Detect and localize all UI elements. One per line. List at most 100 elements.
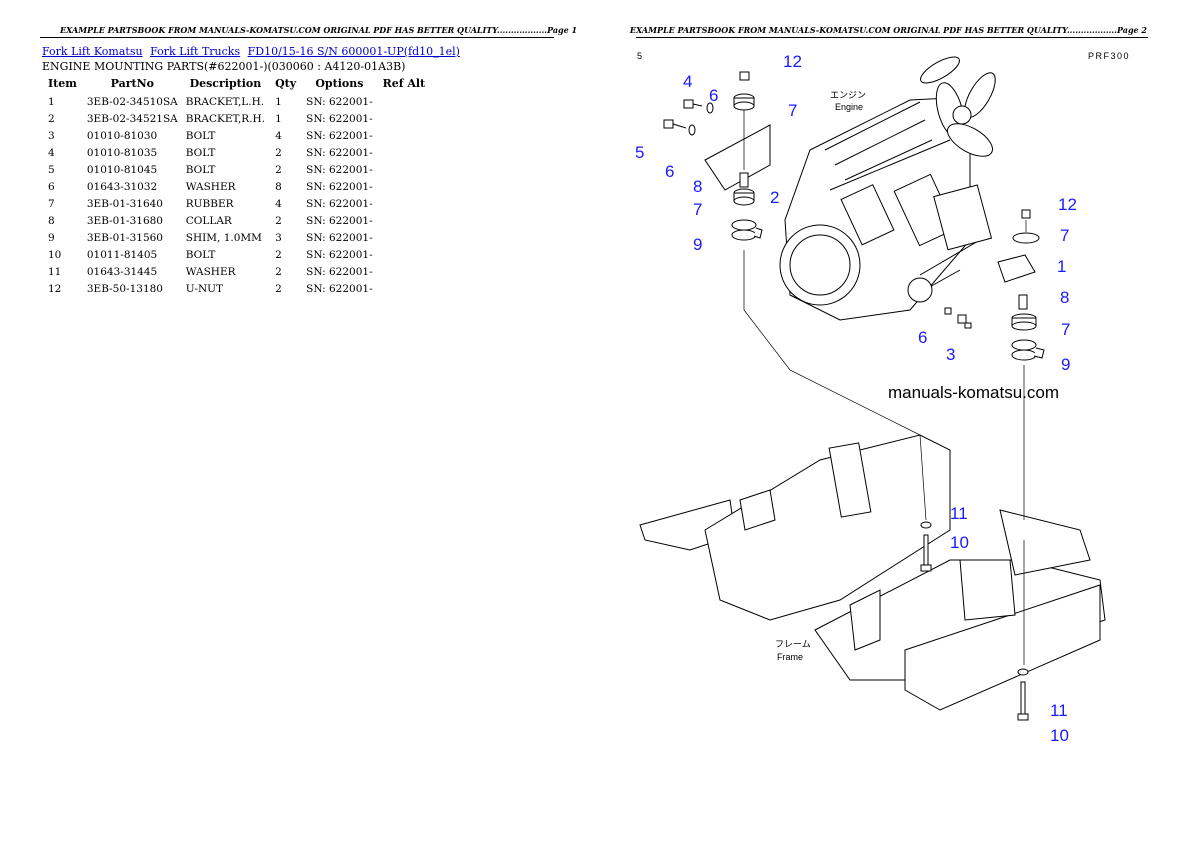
cell-partno: 01643-31032 (86, 180, 158, 193)
table-row: 10 01011-81405 BOLT 2 SN: 622001- (42, 246, 431, 263)
callout-3: 3 (946, 345, 955, 364)
breadcrumb-link-model[interactable]: FD10/15-16 S/N 600001-UP(fd10_1el) (247, 45, 460, 58)
left-mount-parts (663, 71, 771, 241)
cell-description: COLLAR (185, 214, 232, 227)
cell-options: SN: 622001- (306, 265, 373, 278)
cell-qty: 2 (275, 146, 282, 159)
cell-qty: 4 (275, 197, 282, 210)
cell-item: 8 (48, 214, 55, 227)
cell-options: SN: 622001- (306, 129, 373, 142)
callout-4: 4 (683, 72, 692, 91)
cell-qty: 4 (275, 129, 282, 142)
cell-item: 12 (48, 282, 62, 295)
cell-item: 10 (48, 248, 62, 261)
cell-options: SN: 622001- (306, 282, 373, 295)
cell-description: BRACKET,L.H. (185, 95, 265, 108)
frame-label: Frame (777, 652, 803, 662)
engine-label-jp: エンジン (830, 90, 866, 100)
callout-7-right: 7 (1060, 226, 1069, 245)
cell-item: 3 (48, 129, 55, 142)
parts-table-header: Item PartNo Description Qty Options Ref … (42, 76, 431, 93)
cell-partno: 01010-81030 (86, 129, 158, 142)
cell-description: WASHER (185, 180, 236, 193)
cell-options: SN: 622001- (306, 214, 373, 227)
cell-partno: 01010-81035 (86, 146, 158, 159)
diagram-page-label: 5 (637, 51, 642, 61)
cell-options: SN: 622001- (306, 163, 373, 176)
cell-description: WASHER (185, 265, 236, 278)
column-header-ref-alt: Ref Alt (382, 77, 426, 90)
parts-table: Item PartNo Description Qty Options Ref … (42, 76, 431, 297)
cell-ref-alt (377, 161, 432, 178)
column-header-description: Description (189, 77, 262, 90)
column-header-options: Options (315, 77, 364, 90)
cell-partno: 01010-81045 (86, 163, 158, 176)
cell-qty: 3 (275, 231, 282, 244)
callout-7-lower: 7 (1061, 320, 1070, 339)
cell-item: 2 (48, 112, 55, 125)
cell-options: SN: 622001- (306, 231, 373, 244)
cell-partno: 01011-81405 (86, 248, 158, 261)
callout-9-left: 9 (693, 235, 702, 254)
cell-options: SN: 622001- (306, 112, 373, 125)
cell-options: SN: 622001- (306, 248, 373, 261)
cell-qty: 2 (275, 214, 282, 227)
cell-partno: 01643-31445 (86, 265, 158, 278)
right-mount-parts (944, 209, 1045, 361)
section-title: ENGINE MOUNTING PARTS(#622001-)(030060 :… (42, 60, 406, 73)
cell-ref-alt (377, 110, 432, 127)
breadcrumb-link-brand[interactable]: Fork Lift Komatsu (42, 45, 143, 58)
cell-description: RUBBER (185, 197, 234, 210)
exploded-parts-diagram: 5 PRF300 エンジン Engine (635, 51, 1130, 745)
cell-item: 1 (48, 95, 55, 108)
cell-partno: 3EB-01-31560 (86, 231, 163, 244)
frame-drawing (639, 434, 1106, 711)
cell-ref-alt (377, 127, 432, 144)
cell-description: U-NUT (185, 282, 224, 295)
cell-qty: 2 (275, 248, 282, 261)
frame-label-jp: フレーム (775, 639, 811, 649)
cell-description: BOLT (185, 163, 216, 176)
cell-item: 6 (48, 180, 55, 193)
callout-numbers: 12 4 6 7 5 6 8 2 7 9 12 7 1 8 6 3 7 9 11… (635, 52, 1077, 745)
callout-5: 5 (635, 143, 644, 162)
cell-qty: 1 (275, 95, 282, 108)
column-header-partno: PartNo (110, 77, 154, 90)
callout-11-upper: 11 (950, 504, 968, 523)
cell-item: 4 (48, 146, 55, 159)
callout-8-left: 8 (693, 177, 702, 196)
cell-item: 5 (48, 163, 55, 176)
cell-item: 11 (48, 265, 62, 278)
lower-bolts (920, 521, 1029, 721)
alignment-lines (743, 110, 1027, 665)
cell-ref-alt (377, 93, 432, 110)
column-header-qty: Qty (275, 77, 297, 90)
callout-7-top: 7 (788, 101, 797, 120)
cell-ref-alt (377, 280, 432, 297)
cell-item: 7 (48, 197, 55, 210)
callout-10-upper: 10 (950, 533, 969, 552)
callout-7-left: 7 (693, 200, 702, 219)
cell-description: SHIM, 1.0MM (185, 231, 262, 244)
cell-options: SN: 622001- (306, 146, 373, 159)
page-header-right: EXAMPLE PARTSBOOK FROM MANUALS-KOMATSU.C… (629, 25, 1147, 35)
cell-description: BOLT (185, 248, 216, 261)
callout-12-top: 12 (783, 52, 802, 71)
breadcrumb-link-category[interactable]: Fork Lift Trucks (150, 45, 241, 58)
cell-qty: 1 (275, 112, 282, 125)
header-rule-right (636, 37, 1148, 38)
engine-label: Engine (835, 102, 863, 112)
diagram-ref-code: PRF300 (1088, 51, 1130, 61)
column-header-item: Item (48, 77, 77, 90)
cell-options: SN: 622001- (306, 180, 373, 193)
callout-1: 1 (1057, 257, 1066, 276)
